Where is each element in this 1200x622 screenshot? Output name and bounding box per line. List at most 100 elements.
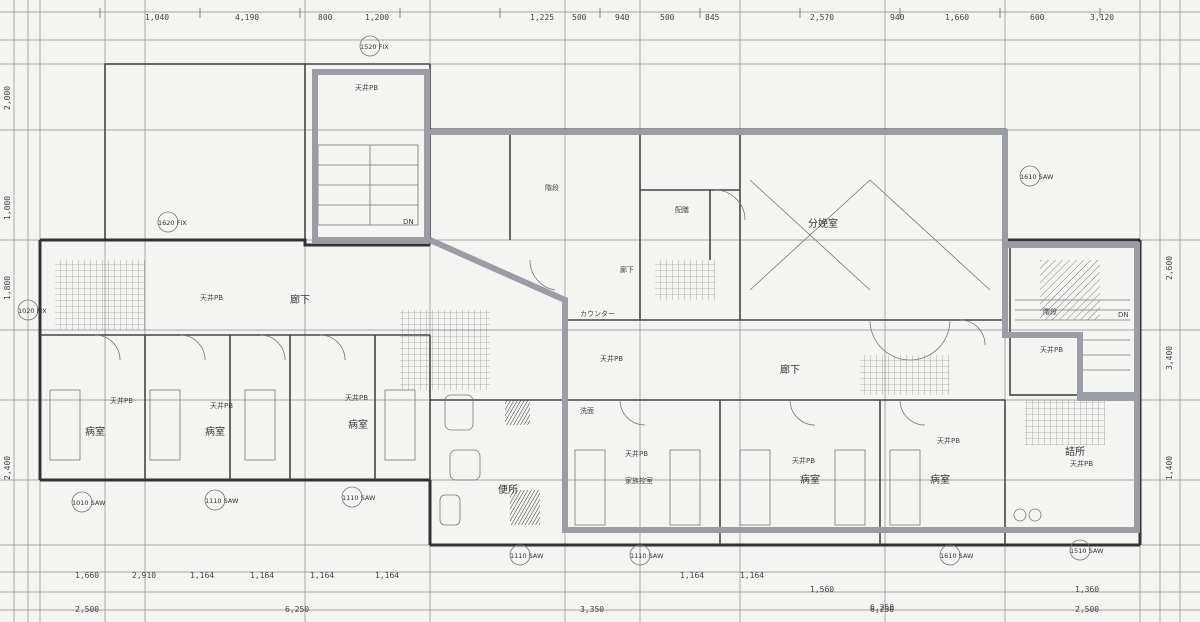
svg-text:1,164: 1,164 [375,571,399,580]
svg-text:2,500: 2,500 [75,605,99,614]
svg-text:800: 800 [318,13,333,22]
room-label-closet: 洗面 [580,406,594,415]
room-label-ward-3: 病室 [348,418,368,431]
room-label-kitchen: 配膳 [675,205,689,214]
svg-text:天井PB: 天井PB [625,449,648,458]
window-tag: 1510 SAW [1069,539,1104,561]
svg-text:1,164: 1,164 [190,571,214,580]
svg-text:天井PB: 天井PB [1070,459,1093,468]
svg-text:6,250: 6,250 [285,605,309,614]
room-label-dn: DN [403,218,414,226]
bottom-dimensions: 1,660 2,910 1,164 1,164 1,164 1,164 1,16… [75,571,1099,614]
svg-text:2,400: 2,400 [3,456,12,480]
window-tag: 1610 SAW [1019,165,1054,187]
interior-walls [40,130,1136,545]
svg-text:940: 940 [890,13,905,22]
svg-text:1610 SAW: 1610 SAW [940,552,974,560]
svg-text:天井PB: 天井PB [110,396,133,405]
svg-text:1,164: 1,164 [740,571,764,580]
hall-diagonals [749,179,991,291]
room-label-ward-4: 病室 [800,473,820,486]
fix-tag: 1620 FIX [157,211,187,233]
svg-text:2,570: 2,570 [810,13,834,22]
room-label-counter: カウンター [580,309,615,318]
beds [49,389,921,526]
window-tag: 1110 SAW [509,544,544,566]
room-label-ward-2: 病室 [205,425,225,438]
svg-text:3,350: 3,350 [580,605,604,614]
svg-text:天井PB: 天井PB [210,401,233,410]
svg-text:1,200: 1,200 [365,13,389,22]
svg-text:1,225: 1,225 [530,13,554,22]
svg-text:1520 FIX: 1520 FIX [360,43,389,51]
svg-text:天井PB: 天井PB [345,393,368,402]
svg-text:1,164: 1,164 [680,571,704,580]
svg-text:1,800: 1,800 [3,276,12,300]
svg-text:1,164: 1,164 [250,571,274,580]
svg-text:1,000: 1,000 [3,196,12,220]
svg-text:1,164: 1,164 [310,571,334,580]
room-label-hall: 分娩室 [808,217,838,230]
stairs-upper [317,144,419,226]
room-label-ward-1: 病室 [85,425,105,438]
svg-text:1110 SAW: 1110 SAW [510,552,544,560]
room-label-corridor-left: 廊下 [290,293,310,306]
svg-text:6,250: 6,250 [870,603,894,612]
room-label-stair-right: 階段 [1043,307,1057,316]
svg-text:1,360: 1,360 [1075,585,1099,594]
window-tag: 1110 SAW [341,486,376,508]
svg-text:845: 845 [705,13,720,22]
room-label-corridor-right: 廊下 [780,363,800,376]
room-label-stair-upper: 階段 [545,183,559,192]
exterior-walls [38,63,1142,547]
svg-text:2,500: 2,500 [1075,605,1099,614]
door-swings [94,189,986,426]
svg-text:1,560: 1,560 [810,585,834,594]
svg-text:天井PB: 天井PB [355,83,378,92]
svg-text:2,000: 2,000 [3,86,12,110]
room-label-ward-5: 病室 [930,473,950,486]
svg-text:600: 600 [1030,13,1045,22]
svg-text:1,400: 1,400 [1165,456,1174,480]
window-tag: 1110 SAW [629,544,664,566]
axis-tags: 1620 FIX 1020 FIX 1520 FIX [17,35,389,321]
window-tag: 1010 SAW [71,491,106,513]
stairs-right [1015,299,1130,371]
svg-text:1010 SAW: 1010 SAW [72,499,106,507]
side-dimensions: 2,000 1,000 1,800 2,400 2,600 3,400 1,40… [3,86,1174,480]
window-tag: 1610 SAW [939,544,974,566]
svg-text:天井PB: 天井PB [200,293,223,302]
window-tag: 1110 SAW [204,489,239,511]
svg-text:天井PB: 天井PB [600,354,623,363]
svg-text:1110 SAW: 1110 SAW [342,494,376,502]
svg-text:1510 SAW: 1510 SAW [1070,547,1104,555]
svg-text:1,660: 1,660 [945,13,969,22]
room-labels: 廊下 廊下 病室 病室 病室 病室 病室 家族控室 詰所 分娩室 便所 配膳 洗… [85,183,1129,496]
window-tags: 1010 SAW 1110 SAW 1110 SAW 1110 SAW 1110… [71,165,1104,566]
svg-text:天井PB: 天井PB [1040,345,1063,354]
ceiling-notes: 天井PB 天井PB 天井PB 天井PB 天井PB 天井PB 天井PB 天井PB … [110,83,1093,468]
toilet-fixtures [439,394,1042,526]
note-corridor: 廊下 [620,265,634,274]
svg-text:2,910: 2,910 [132,571,156,580]
fix-tag: 1020 FIX [17,299,47,321]
svg-text:1,660: 1,660 [75,571,99,580]
room-label-family-lounge: 家族控室 [625,476,653,485]
room-label-toilet: 便所 [498,483,518,496]
svg-text:3,400: 3,400 [1165,346,1174,370]
svg-text:940: 940 [615,13,630,22]
svg-text:天井PB: 天井PB [937,436,960,445]
svg-text:2,600: 2,600 [1165,256,1174,280]
svg-text:500: 500 [660,13,675,22]
svg-text:1020 FIX: 1020 FIX [18,307,47,315]
svg-text:3,120: 3,120 [1090,13,1114,22]
room-label-nurse-station: 詰所 [1065,445,1085,458]
svg-text:1110 SAW: 1110 SAW [630,552,664,560]
room-label-stair-right-dn: DN [1118,311,1129,319]
svg-text:500: 500 [572,13,587,22]
svg-text:天井PB: 天井PB [792,456,815,465]
svg-text:1,040: 1,040 [145,13,169,22]
svg-text:1610 SAW: 1610 SAW [1020,173,1054,181]
highlight-outline [312,69,1140,533]
